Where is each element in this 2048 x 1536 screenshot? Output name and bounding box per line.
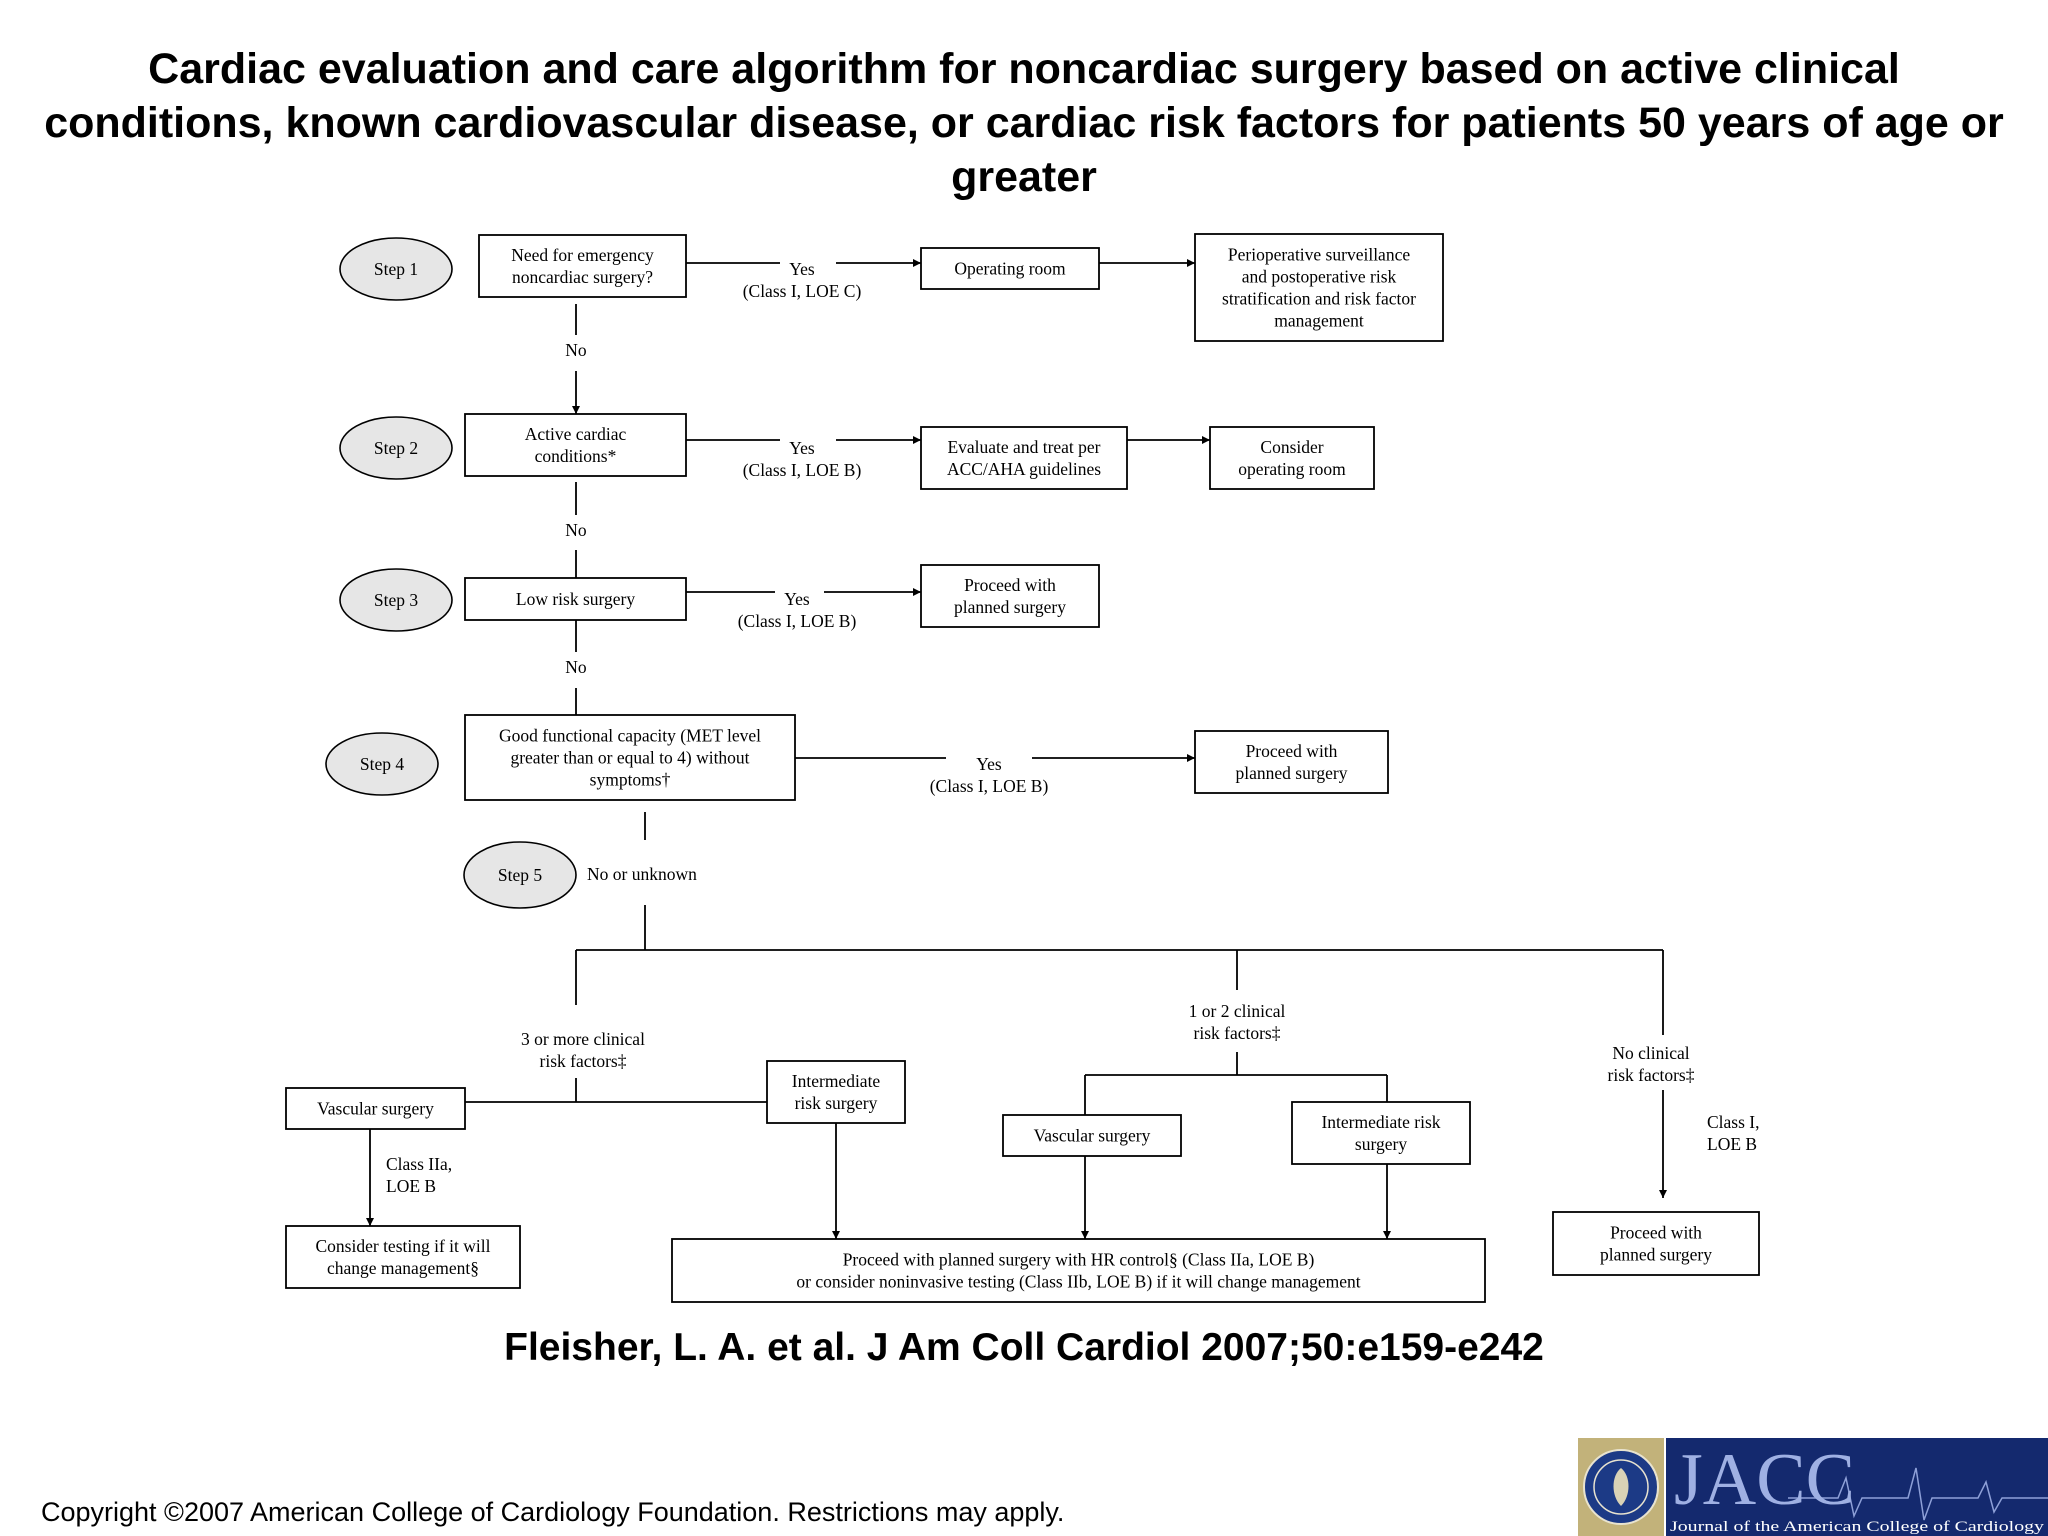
emergency-box [478,234,687,298]
citation: Fleisher, L. A. et al. J Am Coll Cardiol… [504,1326,1544,1369]
vascular-left-text: Vascular surgery [317,1099,434,1119]
step-4-badge [325,732,439,796]
step-1-label: Step 1 [374,259,418,279]
step-5-label: Step 5 [498,865,542,885]
active-cardiac-box [464,413,687,477]
page-title: Cardiac evaluation and care algorithm fo… [44,45,2004,201]
low-risk-text: Low risk surgery [516,589,635,609]
perioperative-box [1194,233,1444,342]
step-3-label: Step 3 [374,590,418,610]
operating-room-box [920,247,1100,290]
hr-control-text: Proceed with planned surgery with HR con… [796,1250,1360,1292]
intermediate-mid-box [1291,1101,1471,1165]
consider-testing-box [285,1225,521,1289]
logo-subtitle: Journal of the American College of Cardi… [1670,1519,2045,1535]
vascular-mid-text: Vascular surgery [1034,1126,1151,1146]
intermediate-left-box [766,1060,906,1124]
label-no-1: No [565,340,587,360]
step-2-badge [339,416,453,480]
connector-lines [366,259,1667,1239]
operating-room-text: Operating room [954,259,1066,279]
proceed-4-box [1194,730,1389,794]
step-3-badge [339,568,453,632]
flow-shapes: Step 1 Step 2 Step 3 Step 4 Step 5 Need for e… [285,233,1760,1303]
step-5-badge [463,841,577,909]
label-yes-3: Yes(Class I, LOE B) [738,589,857,631]
logo-wordmark: JACC [1674,1439,1855,1521]
hr-control-box [671,1238,1486,1303]
step-2-label: Step 2 [374,438,418,458]
jacc-logo: JACC Journal of the American College of … [1578,1438,2048,1536]
functional-box [464,714,796,801]
label-yes-4: Yes(Class I, LOE B) [930,754,1049,796]
proceed-3-box [920,564,1100,628]
label-no-2: No [565,520,587,540]
label-yes-2: Yes(Class I, LOE B) [743,438,862,480]
low-risk-box [464,577,687,621]
vascular-mid-box [1002,1114,1182,1157]
label-no-unknown: No or unknown [587,864,697,884]
step-4-label: Step 4 [360,754,404,774]
label-class-1: Class I,LOE B [1707,1112,1760,1154]
step-1-badge [339,237,453,301]
proceed-none-box [1552,1211,1760,1276]
label-no-3: No [565,657,587,677]
label-class-2a: Class IIa,LOE B [386,1154,452,1196]
consider-or-box [1209,426,1375,490]
evaluate-treat-box [920,426,1128,490]
vascular-left-box [285,1087,466,1130]
flowchart: Step 1 Step 2 Step 3 Step 4 Step 5 Need for e… [285,233,1760,1303]
copyright-notice: Copyright ©2007 American College of Card… [41,1497,1065,1527]
label-yes-1: Yes(Class I, LOE C) [743,259,862,301]
